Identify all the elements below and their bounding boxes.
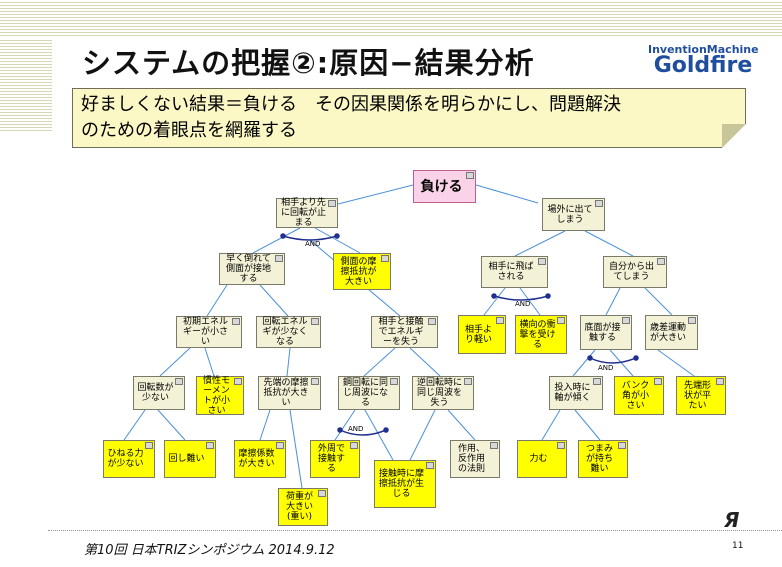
- node-top[interactable]: 負ける: [413, 170, 476, 203]
- node-cause[interactable]: 底面が接触する: [580, 315, 632, 350]
- and-label-1: AND: [305, 240, 321, 248]
- node-root[interactable]: 力む: [517, 440, 567, 478]
- node-root[interactable]: 相手より軽い: [458, 315, 506, 354]
- node-icon: [276, 442, 284, 449]
- page-title: システムの把握②:原因−結果分析: [82, 46, 535, 80]
- node-root[interactable]: 先端形状が平たい: [676, 376, 726, 415]
- node-icon: [381, 255, 389, 262]
- node-cause[interactable]: 歳差運動が大きい: [645, 315, 698, 350]
- node-cause[interactable]: 相手に飛ばされる: [481, 256, 548, 288]
- node-icon: [557, 317, 565, 324]
- node-root[interactable]: つまみが持ち難い: [578, 440, 628, 478]
- node-root[interactable]: 外周で接触する: [310, 440, 360, 478]
- footer-divider: [48, 530, 782, 531]
- node-root[interactable]: 側面の摩擦抵抗が大きい: [333, 253, 391, 290]
- node-icon: [275, 255, 283, 262]
- node-cause[interactable]: 場外に出てしまう: [542, 198, 605, 231]
- node-icon: [428, 318, 436, 325]
- node-icon: [311, 378, 319, 385]
- node-cause[interactable]: 鋼回転に同じ周波になる: [338, 376, 400, 410]
- node-cause[interactable]: 自分から出てしまう: [603, 256, 667, 288]
- logo-line2: Goldfire: [653, 53, 753, 78]
- node-icon: [654, 378, 662, 385]
- node-icon: [618, 442, 626, 449]
- node-root[interactable]: 回し難い: [164, 440, 216, 478]
- node-cause[interactable]: 作用、反作用の法則: [450, 440, 500, 478]
- page-number: 11: [732, 541, 744, 551]
- node-icon: [464, 378, 472, 385]
- node-icon: [328, 200, 336, 207]
- node-icon: [232, 318, 240, 325]
- node-icon: [490, 442, 498, 449]
- node-cause[interactable]: 回転エネルギが少なくなる: [256, 316, 321, 348]
- node-icon: [557, 442, 565, 449]
- node-icon: [657, 258, 665, 265]
- node-icon: [716, 378, 724, 385]
- callout-line1: 好ましくない結果＝負ける その因果関係を明らかにし、問題解決: [81, 94, 621, 115]
- node-cause[interactable]: 初期エネルギーが小さい: [176, 316, 242, 348]
- node-root[interactable]: ひねる力が少ない: [103, 440, 155, 478]
- node-root[interactable]: 荷重が大きい(重い): [278, 488, 328, 526]
- and-label-3: AND: [598, 364, 614, 372]
- goldfire-logo: InventionMachine Goldfire: [648, 43, 759, 78]
- side-stripes: [0, 38, 52, 133]
- node-icon: [538, 258, 546, 265]
- footer-text: 第10回 日本TRIZシンポジウム 2014.9.12: [84, 543, 335, 558]
- node-cause[interactable]: 回転数が少ない: [133, 376, 185, 410]
- header-stripes: [0, 0, 782, 38]
- node-icon: [466, 172, 474, 179]
- node-icon: [350, 442, 358, 449]
- node-icon: [318, 490, 326, 497]
- callout-line2: のための着眼点を網羅する: [81, 120, 297, 141]
- and-label-2: AND: [515, 300, 531, 308]
- node-cause[interactable]: 相手より先に回転が止まる: [276, 198, 338, 228]
- node-cause[interactable]: 早く倒れて側面が接地する: [219, 253, 285, 285]
- node-icon: [496, 317, 504, 324]
- node-root[interactable]: 横向の衝撃を受ける: [515, 315, 567, 354]
- node-icon: [688, 317, 696, 324]
- node-icon: [175, 378, 183, 385]
- node-icon: [234, 378, 242, 385]
- node-root[interactable]: 接触時に摩擦抵抗が生じる: [374, 460, 436, 508]
- node-root[interactable]: バンク角が小さい: [614, 376, 664, 415]
- node-icon: [426, 462, 434, 469]
- callout-fold: [722, 124, 746, 148]
- node-cause[interactable]: 先端の摩擦抵抗が大きい: [258, 376, 321, 410]
- node-icon: [390, 378, 398, 385]
- node-icon: [206, 442, 214, 449]
- node-root[interactable]: 摩擦係数が大きい: [234, 440, 286, 478]
- node-icon: [595, 200, 603, 207]
- node-cause[interactable]: 逆回転時に同じ周波を失う: [412, 376, 474, 410]
- node-cause[interactable]: 相手と接触でエネルギーを失う: [371, 316, 438, 348]
- logo-line1: InventionMachine: [648, 43, 759, 56]
- node-cause[interactable]: 投入時に軸が傾く: [549, 376, 603, 410]
- node-icon: [311, 318, 319, 325]
- node-root[interactable]: 慣性モーメントが小さい: [196, 376, 244, 416]
- node-icon: [593, 378, 601, 385]
- and-label-4: AND: [348, 425, 364, 433]
- node-icon: [622, 317, 630, 324]
- triz-corner-logo: Я: [724, 508, 740, 532]
- callout-box: 好ましくない結果＝負ける その因果関係を明らかにし、問題解決 のための着眼点を網…: [72, 88, 746, 148]
- node-icon: [145, 442, 153, 449]
